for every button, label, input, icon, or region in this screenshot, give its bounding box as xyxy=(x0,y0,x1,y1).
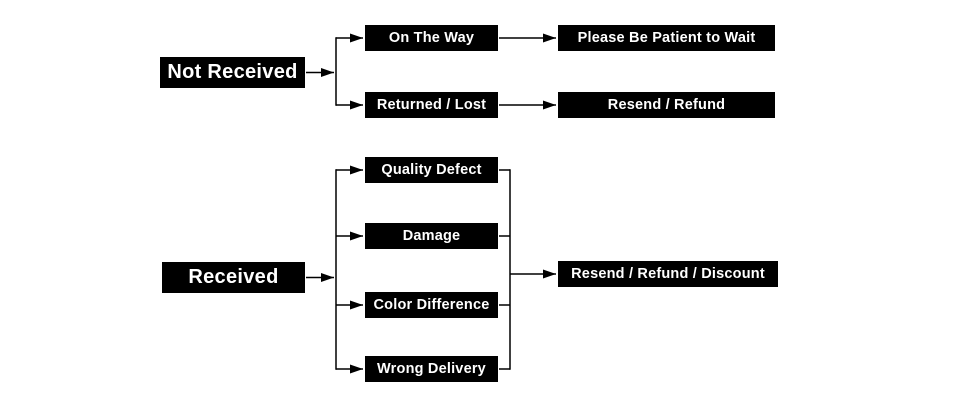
node-please-be-patient: Please Be Patient to Wait xyxy=(558,25,775,51)
node-not-received: Not Received xyxy=(160,57,305,88)
node-wrong-delivery: Wrong Delivery xyxy=(365,356,498,382)
node-damage: Damage xyxy=(365,223,498,249)
node-color-difference: Color Difference xyxy=(365,292,498,318)
node-resend-refund: Resend / Refund xyxy=(558,92,775,118)
node-on-the-way: On The Way xyxy=(365,25,498,51)
node-quality-defect: Quality Defect xyxy=(365,157,498,183)
node-received: Received xyxy=(162,262,305,293)
node-returned-lost: Returned / Lost xyxy=(365,92,498,118)
node-resend-refund-discount: Resend / Refund / Discount xyxy=(558,261,778,287)
